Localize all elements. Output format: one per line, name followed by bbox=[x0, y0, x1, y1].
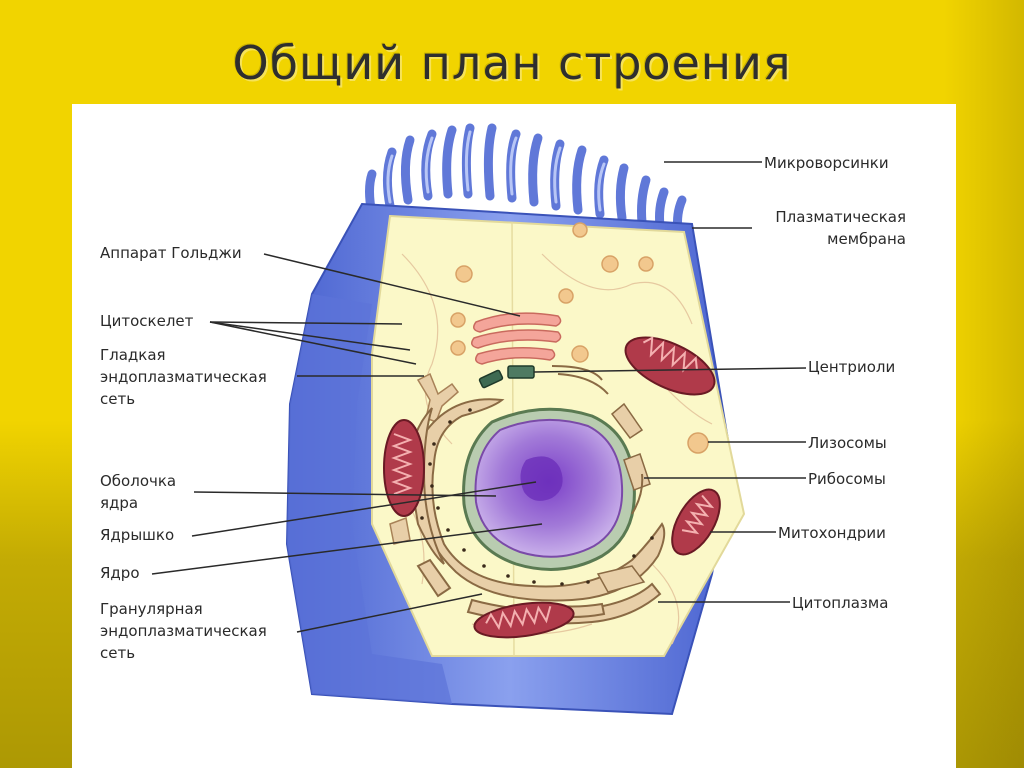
vesicles bbox=[450, 222, 709, 454]
leader-centrioles bbox=[533, 367, 807, 373]
slide-title: Общий план строения bbox=[232, 36, 792, 90]
leader-cytoskeleton-3 bbox=[209, 321, 417, 365]
label-nucleolus: Ядрышко bbox=[100, 526, 175, 544]
label-lysosomes: Лизосомы bbox=[808, 434, 887, 452]
label-centrioles: Центриоли bbox=[808, 358, 896, 376]
golgi-apparatus bbox=[471, 312, 562, 365]
label-cytoskeleton: Цитоскелет bbox=[100, 312, 194, 330]
mitochondrion-2 bbox=[383, 419, 425, 517]
leader-nucleolus bbox=[191, 481, 537, 537]
label-cytoplasm: Цитоплазма bbox=[792, 594, 889, 612]
mitochondrion-4 bbox=[473, 601, 575, 639]
label-rough-er: Гранулярная эндоплазматическая сеть bbox=[100, 600, 267, 662]
label-mitochondria: Митохондрии bbox=[778, 524, 886, 542]
mitochondrion-1 bbox=[624, 336, 716, 396]
ribosome-strands bbox=[551, 365, 644, 515]
label-microvilli: Микроворсинки bbox=[764, 154, 889, 172]
label-smooth-er: Гладкая эндоплазматическая сеть bbox=[100, 346, 267, 408]
cell-diagram bbox=[151, 123, 807, 716]
label-ribosomes: Рибосомы bbox=[808, 470, 886, 488]
leader-cytoskeleton-2 bbox=[209, 321, 411, 351]
background-shade-right bbox=[944, 0, 1024, 768]
smooth-er bbox=[389, 372, 460, 545]
label-nucleus: Ядро bbox=[100, 564, 140, 582]
label-nuclear-envelope: Оболочка ядра bbox=[100, 472, 177, 512]
label-plasma-membrane: Плазматическая мембрана bbox=[775, 208, 906, 248]
mitochondrion-3 bbox=[671, 488, 721, 556]
leader-golgi bbox=[263, 253, 521, 317]
nucleolus bbox=[520, 456, 563, 501]
er-fragments bbox=[596, 402, 651, 593]
leader-nuclear-envelope bbox=[193, 491, 497, 497]
leader-lines bbox=[151, 161, 807, 633]
leader-rough-er bbox=[296, 593, 483, 633]
leader-nucleus bbox=[151, 523, 543, 575]
mitochondria-group bbox=[383, 336, 721, 639]
membrane-front-face bbox=[287, 294, 452, 704]
microvilli-highlight bbox=[386, 130, 606, 212]
leader-cytoskeleton-1 bbox=[209, 321, 403, 325]
centrioles bbox=[478, 365, 535, 389]
label-golgi: Аппарат Гольджи bbox=[100, 244, 242, 262]
diagram-panel: Микроворсинки Плазматическая мембрана Ап… bbox=[72, 104, 956, 768]
